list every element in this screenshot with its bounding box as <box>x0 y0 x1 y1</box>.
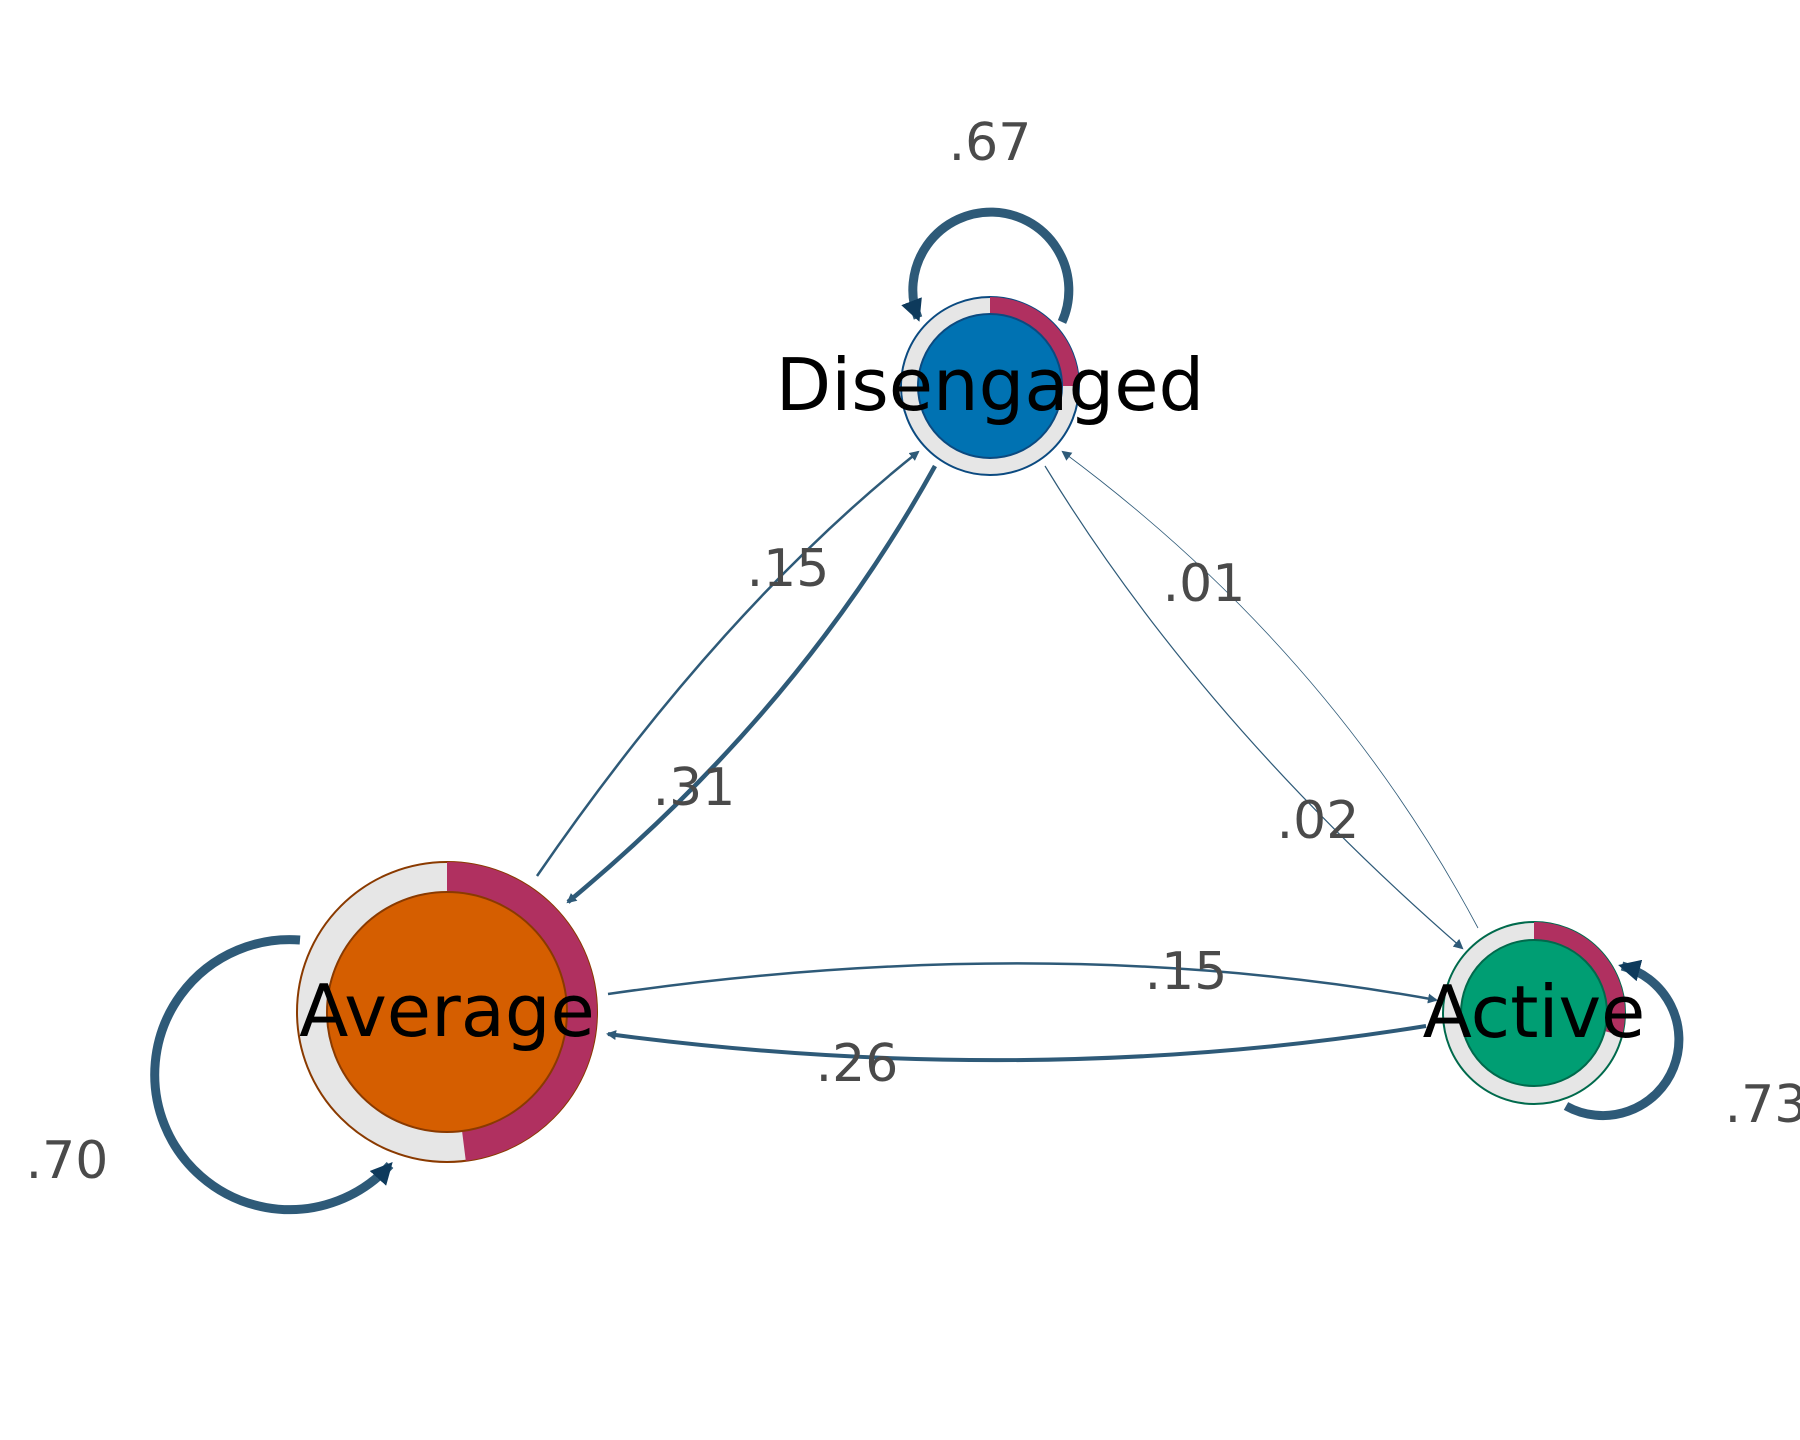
edge-active-to-disengaged <box>1061 450 1479 929</box>
edge-average-self <box>150 935 394 1215</box>
node-active <box>1442 921 1626 1105</box>
edge-active-to-average <box>606 1024 1427 1063</box>
node-active-ring-fill <box>1534 922 1625 1036</box>
node-average-core <box>326 891 568 1133</box>
edge-average-to-disengaged <box>535 450 920 877</box>
edge-disengaged-to-average <box>566 464 937 904</box>
edge-label-active-to-average: .26 <box>816 1034 899 1094</box>
edge-label-average-to-disengaged: .15 <box>747 539 830 599</box>
edge-label-active-self: .73 <box>1725 1075 1800 1135</box>
node-label-active: Active <box>1423 970 1646 1054</box>
node-average <box>296 861 598 1163</box>
node-average-ring-fill <box>447 861 598 1161</box>
edges-layer <box>150 207 1684 1215</box>
edge-label-average-to-active: .15 <box>1145 942 1228 1002</box>
edge-disengaged-self <box>901 207 1074 324</box>
edge-label-active-to-disengaged: .01 <box>1163 554 1246 614</box>
node-active-core <box>1460 939 1608 1087</box>
edge-label-disengaged-to-active: .02 <box>1277 791 1360 851</box>
edge-label-disengaged-self: .67 <box>949 113 1032 173</box>
node-disengaged-ring-fill <box>990 297 1079 386</box>
node-disengaged <box>900 296 1080 476</box>
node-disengaged-core <box>917 313 1063 459</box>
edge-disengaged-to-active <box>1044 465 1464 950</box>
node-label-disengaged: Disengaged <box>776 343 1204 427</box>
edge-label-disengaged-to-average: .31 <box>653 758 736 818</box>
edge-average-to-active <box>607 962 1438 1004</box>
edge-label-average-self: .70 <box>26 1131 109 1191</box>
edge-active-self <box>1563 959 1684 1121</box>
node-label-average: Average <box>299 969 595 1053</box>
